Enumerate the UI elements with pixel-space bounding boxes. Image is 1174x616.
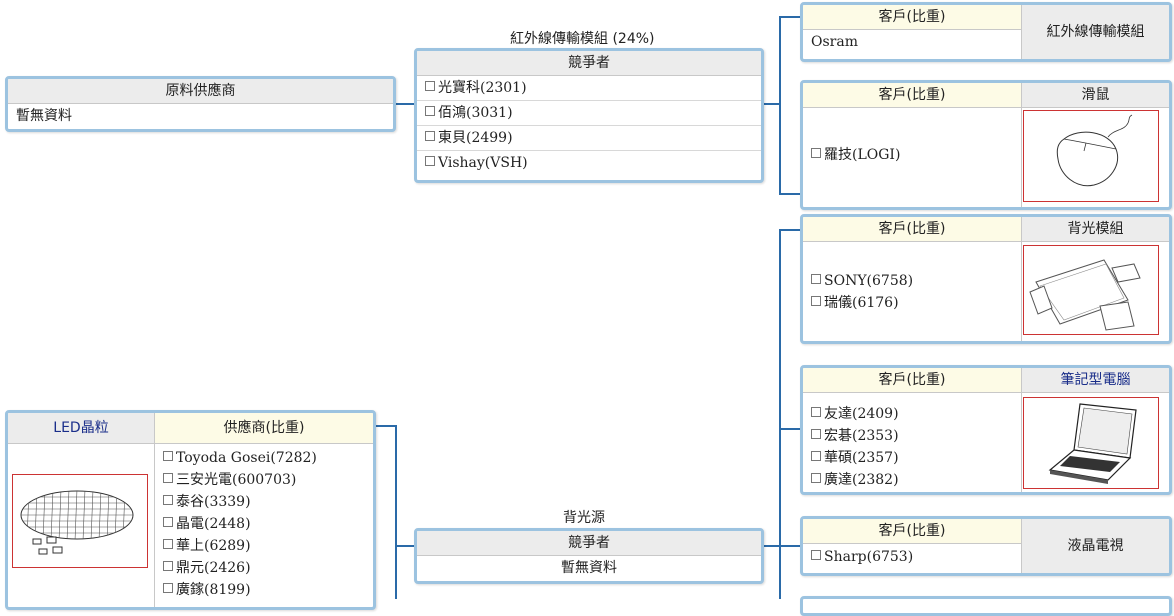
- supplier-item[interactable]: 泰谷(3339): [155, 491, 373, 513]
- client-panel-backlight-module: 客戶(比重) SONY(6758) 瑞儀(6176) 背光模組: [800, 214, 1172, 344]
- client-item[interactable]: 華碩(2357): [803, 447, 1021, 469]
- raw-supplier-panel: 原料供應商 暫無資料: [5, 76, 396, 132]
- connector-line: [779, 193, 801, 195]
- checkbox[interactable]: [811, 274, 821, 284]
- checkbox[interactable]: [811, 451, 821, 461]
- connector-line: [779, 229, 781, 599]
- client-panel-lcd-tv: 客戶(比重) Sharp(6753) 液晶電視: [800, 516, 1172, 576]
- connector-line: [395, 425, 397, 599]
- led-supplier-panel: LED晶粒 供應商(比重): [5, 410, 376, 610]
- client-header: 客戶(比重): [803, 368, 1021, 393]
- notebook-image: [1023, 397, 1159, 489]
- supplier-item[interactable]: 廣鎵(8199): [155, 579, 373, 601]
- connector-line: [779, 229, 801, 231]
- client-item[interactable]: 瑞儀(6176): [803, 292, 1021, 314]
- ir-module-title: 紅外線傳輸模組 (24%): [510, 31, 655, 47]
- client-item[interactable]: 友達(2409): [803, 403, 1021, 425]
- checkbox[interactable]: [811, 473, 821, 483]
- checkbox[interactable]: [163, 495, 173, 505]
- checkbox[interactable]: [811, 429, 821, 439]
- client-item[interactable]: SONY(6758): [803, 270, 1021, 292]
- connector-line: [395, 545, 417, 547]
- checkbox[interactable]: [163, 583, 173, 593]
- connector-line: [779, 16, 801, 18]
- led-wafer-image: [12, 474, 148, 568]
- checkbox[interactable]: [163, 561, 173, 571]
- connector-line: [779, 428, 801, 430]
- checkbox[interactable]: [163, 451, 173, 461]
- client-product-label: 滑鼠: [1022, 83, 1169, 108]
- supplier-item[interactable]: 鼎元(2426): [155, 557, 373, 579]
- led-label: LED晶粒: [8, 413, 155, 443]
- checkbox[interactable]: [425, 156, 435, 166]
- checkbox[interactable]: [163, 473, 173, 483]
- client-product-label: 背光模組: [1022, 217, 1169, 242]
- supplier-item[interactable]: 華上(6289): [155, 535, 373, 557]
- mouse-image: [1023, 110, 1159, 202]
- checkbox[interactable]: [811, 296, 821, 306]
- raw-supplier-value: 暫無資料: [16, 108, 72, 124]
- backlight-module-image: [1023, 245, 1159, 335]
- client-product-label: 紅外線傳輸模組: [1022, 5, 1169, 59]
- ir-module-competitors-panel: 競爭者 光寶科(2301) 佰鴻(3031) 東貝(2499) Vishay(V…: [414, 48, 764, 183]
- backlight-source-competitors-panel: 競爭者 暫無資料: [414, 528, 764, 584]
- competitor-item[interactable]: Vishay(VSH): [417, 151, 761, 175]
- supplier-header: 供應商(比重): [155, 413, 373, 443]
- client-item[interactable]: 廣達(2382): [803, 469, 1021, 491]
- client-header: 客戶(比重): [803, 217, 1021, 242]
- client-item[interactable]: Sharp(6753): [803, 544, 1021, 568]
- client-product-label: 液晶電視: [1022, 519, 1169, 573]
- client-panel-partial: [800, 596, 1172, 616]
- client-item: Osram: [811, 34, 858, 50]
- raw-supplier-header: 原料供應商: [8, 79, 393, 104]
- competitors-header: 競爭者: [417, 51, 761, 76]
- supplier-item[interactable]: Toyoda Gosei(7282): [155, 447, 373, 469]
- checkbox[interactable]: [425, 106, 435, 116]
- checkbox[interactable]: [811, 550, 821, 560]
- supplier-item[interactable]: 晶電(2448): [155, 513, 373, 535]
- connector-line: [374, 425, 396, 427]
- client-panel-notebook: 客戶(比重) 友達(2409) 宏碁(2353) 華碩(2357) 廣達(238…: [800, 365, 1172, 495]
- checkbox[interactable]: [425, 131, 435, 141]
- connector-line: [762, 103, 780, 105]
- connector-line: [762, 545, 780, 547]
- backlight-source-title: 背光源: [563, 510, 605, 526]
- connector-line: [779, 16, 781, 194]
- checkbox[interactable]: [163, 517, 173, 527]
- client-header: 客戶(比重): [803, 83, 1021, 108]
- competitors-header: 競爭者: [417, 531, 761, 556]
- client-item[interactable]: 宏碁(2353): [803, 425, 1021, 447]
- backlight-source-value: 暫無資料: [561, 560, 617, 576]
- checkbox[interactable]: [163, 539, 173, 549]
- checkbox[interactable]: [811, 148, 821, 158]
- checkbox[interactable]: [425, 81, 435, 91]
- competitor-item[interactable]: 光寶科(2301): [417, 76, 761, 101]
- competitor-item[interactable]: 東貝(2499): [417, 126, 761, 151]
- connector-line: [779, 545, 801, 547]
- client-panel-mouse: 客戶(比重) 羅技(LOGI) 滑鼠: [800, 80, 1172, 210]
- client-header: 客戶(比重): [803, 5, 1021, 30]
- supplier-item[interactable]: 三安光電(600703): [155, 469, 373, 491]
- client-product-label: 筆記型電腦: [1022, 368, 1169, 393]
- client-item[interactable]: 羅技(LOGI): [803, 144, 1021, 166]
- client-panel-ir-module: 客戶(比重) Osram 紅外線傳輸模組: [800, 2, 1172, 62]
- connector-line: [394, 103, 416, 105]
- checkbox[interactable]: [811, 407, 821, 417]
- competitor-item[interactable]: 佰鴻(3031): [417, 101, 761, 126]
- client-header: 客戶(比重): [803, 519, 1021, 544]
